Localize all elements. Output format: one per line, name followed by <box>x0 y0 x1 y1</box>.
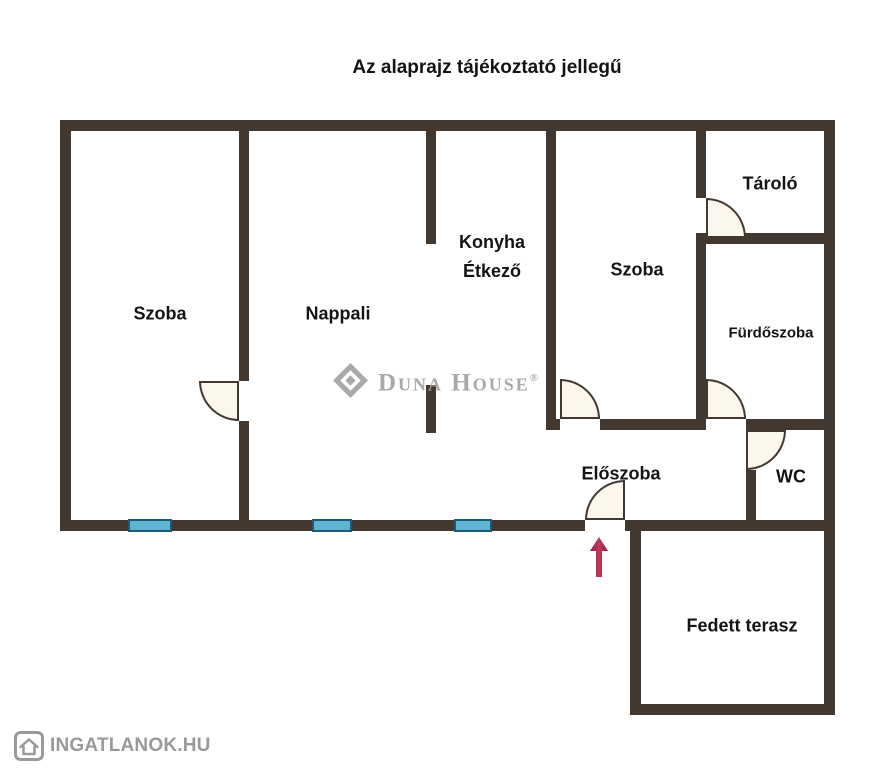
door-arc-tarolo <box>706 198 746 238</box>
room-label-szoba-right: Szoba <box>610 259 664 280</box>
window-szoba-left <box>128 519 172 532</box>
wall-eloszoba-top-segment-3 <box>746 419 835 430</box>
wall-szoba-furdoszoba <box>696 238 706 430</box>
wall-eloszoba-top-segment-1 <box>546 419 560 430</box>
room-label-konyha-etkezo: Konyha Étkező <box>459 228 525 286</box>
wall-outer-right <box>824 120 835 715</box>
site-logo-text: INGATLANOK.HU <box>50 735 211 756</box>
room-label-konyha-line2: Étkező <box>462 261 522 281</box>
room-label-szoba-left: Szoba <box>133 303 187 324</box>
wall-terrace-bottom <box>630 704 835 715</box>
wall-tarolo-furdoszoba <box>696 233 835 244</box>
wall-nappali-konyha-stub <box>426 385 436 433</box>
room-label-nappali: Nappali <box>305 303 371 324</box>
door-arc-szoba-left <box>199 381 239 421</box>
watermark-brand-text: Duna House® <box>378 369 538 397</box>
wall-szoba-nappali-lower <box>239 421 249 520</box>
wall-outer-bottom-right-segment <box>625 520 835 531</box>
wall-szoba-nappali-upper <box>239 131 249 381</box>
disclaimer-title: Az alaprajz tájékoztató jellegű <box>352 57 622 78</box>
room-label-eloszoba: Előszoba <box>581 463 661 484</box>
door-arc-szoba-right <box>560 379 600 419</box>
entrance-arrow-icon <box>590 537 608 577</box>
house-icon <box>14 731 44 761</box>
room-label-furdoszoba: Fürdőszoba <box>728 324 814 342</box>
wall-szoba-tarolo-upper <box>696 131 706 198</box>
room-label-fedett-terasz: Fedett terasz <box>686 615 798 636</box>
registered-mark: ® <box>529 372 538 384</box>
wall-konyha-szoba <box>546 131 556 430</box>
door-arc-wc <box>746 430 786 470</box>
wall-nappali-konyha-upper <box>426 131 436 244</box>
window-nappali-1 <box>312 519 352 532</box>
wall-outer-left <box>60 120 71 531</box>
room-label-konyha-line1: Konyha <box>458 232 526 252</box>
room-label-wc: WC <box>776 466 806 487</box>
watermark: Duna House® <box>332 360 538 401</box>
door-arc-entrance <box>585 480 625 520</box>
door-arc-furdoszoba <box>706 379 746 419</box>
wall-eloszoba-top-segment-2 <box>600 419 706 430</box>
wall-eloszoba-wc <box>746 470 756 520</box>
wall-outer-top <box>60 120 835 131</box>
room-label-tarolo: Tároló <box>742 173 798 194</box>
site-logo: INGATLANOK.HU <box>14 731 211 761</box>
wall-terrace-left <box>630 531 641 715</box>
window-nappali-2 <box>454 519 492 532</box>
duna-house-diamond-icon <box>333 363 368 399</box>
